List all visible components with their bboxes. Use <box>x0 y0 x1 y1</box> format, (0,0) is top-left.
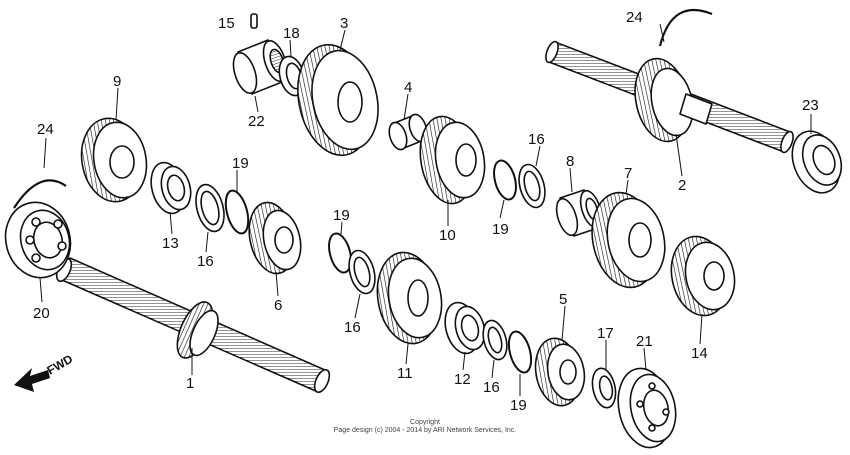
part-label-22[interactable]: 22 <box>248 113 265 130</box>
gear-6-part[interactable] <box>243 198 306 278</box>
gear-10-part[interactable] <box>414 112 490 208</box>
part-label-18[interactable]: 18 <box>283 25 300 42</box>
part-label-15[interactable]: 15 <box>218 15 235 32</box>
pin-15-part[interactable] <box>250 13 258 29</box>
part-label-13[interactable]: 13 <box>162 235 179 252</box>
part-label-16-a[interactable]: 16 <box>197 253 214 270</box>
gear-14-part[interactable] <box>664 231 740 321</box>
part-label-16-c[interactable]: 16 <box>483 379 500 396</box>
part-label-16-b[interactable]: 16 <box>344 319 361 336</box>
leader-lines <box>39 23 812 396</box>
washer-16-c-part[interactable] <box>479 318 511 362</box>
part-label-12[interactable]: 12 <box>454 371 471 388</box>
part-label-21[interactable]: 21 <box>636 333 653 350</box>
forward-arrow-icon <box>14 368 50 392</box>
part-label-24-a[interactable]: 24 <box>37 121 54 138</box>
part-label-19-d[interactable]: 19 <box>510 397 527 414</box>
forward-label: FWD <box>45 352 76 378</box>
part-label-9[interactable]: 9 <box>113 73 121 90</box>
part-label-19-c[interactable]: 19 <box>492 221 509 238</box>
copyright-notice: Page design (c) 2004 - 2014 by ARI Netwo… <box>333 427 517 434</box>
washer-16-d-part[interactable] <box>515 162 550 211</box>
oil-seal-23-part[interactable] <box>784 124 849 200</box>
part-label-17[interactable]: 17 <box>597 325 614 342</box>
part-label-5[interactable]: 5 <box>559 291 567 308</box>
bushing-4-part[interactable] <box>386 112 430 152</box>
part-label-16-d[interactable]: 16 <box>528 131 545 148</box>
gear-7-part[interactable] <box>584 186 672 293</box>
part-label-11[interactable]: 11 <box>397 365 413 382</box>
circlip-24-right-part[interactable] <box>658 9 713 47</box>
circlip-24-left-part[interactable] <box>13 179 67 209</box>
gear-3-part[interactable] <box>288 38 387 163</box>
part-label-7[interactable]: 7 <box>624 165 632 182</box>
needle-bearing-22-part[interactable] <box>229 38 291 96</box>
bearing-21-part[interactable] <box>611 363 681 452</box>
mainshaft-part[interactable] <box>54 257 333 395</box>
circlip-19-c-part[interactable] <box>505 329 535 375</box>
circlip-19-b-part[interactable] <box>325 231 355 275</box>
copyright-label: Copyright <box>410 419 440 426</box>
part-label-10[interactable]: 10 <box>439 227 456 244</box>
washer-16-b-part[interactable] <box>345 248 380 297</box>
part-label-2[interactable]: 2 <box>678 177 686 194</box>
part-label-14[interactable]: 14 <box>691 345 708 362</box>
gear-5-part[interactable] <box>530 335 588 410</box>
circlip-19-d-part[interactable] <box>490 158 520 202</box>
part-label-19-b[interactable]: 19 <box>333 207 350 224</box>
part-label-1[interactable]: 1 <box>186 375 194 392</box>
part-label-3[interactable]: 3 <box>340 15 348 32</box>
part-label-24-b[interactable]: 24 <box>626 9 643 26</box>
part-label-20[interactable]: 20 <box>33 305 50 322</box>
gear-9-part[interactable] <box>75 113 152 206</box>
part-label-6[interactable]: 6 <box>274 297 282 314</box>
countershaft-part[interactable] <box>543 40 795 154</box>
bushing-13-part[interactable] <box>146 159 195 218</box>
bushing-12-part[interactable] <box>440 299 489 358</box>
part-label-4[interactable]: 4 <box>404 79 412 96</box>
bushing-8-part[interactable] <box>553 188 606 238</box>
washer-17-part[interactable] <box>589 366 619 410</box>
part-label-23[interactable]: 23 <box>802 97 819 114</box>
part-label-8[interactable]: 8 <box>566 153 574 170</box>
forward-indicator: FWD <box>14 352 75 392</box>
circlip-19-a-part[interactable] <box>222 188 253 236</box>
gear-11-part[interactable] <box>370 247 447 348</box>
part-label-19-a[interactable]: 19 <box>232 155 249 172</box>
washer-16-a-part[interactable] <box>191 181 229 234</box>
bearing-20-part[interactable] <box>0 195 79 285</box>
